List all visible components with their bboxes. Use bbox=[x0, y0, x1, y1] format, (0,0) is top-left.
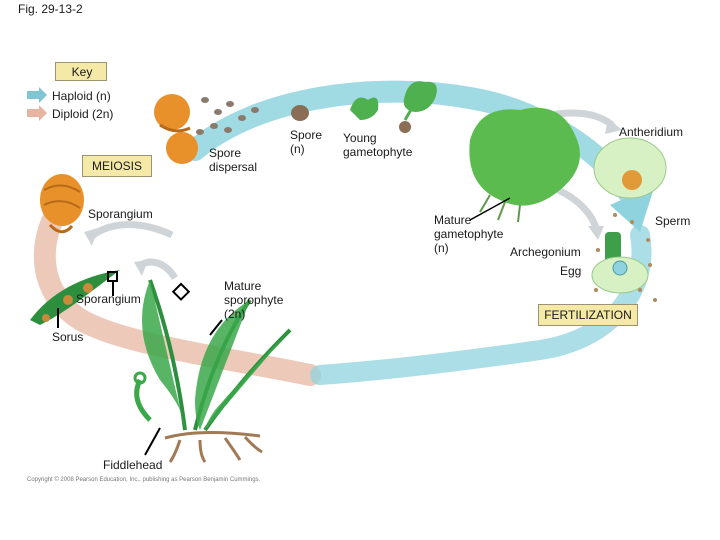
sperm-cells bbox=[594, 213, 657, 302]
mature-gametophyte-pointer bbox=[469, 197, 511, 221]
antheridium bbox=[593, 137, 667, 199]
haploid-key-arrow bbox=[27, 87, 47, 103]
spore-dispersal-label: Spore dispersal bbox=[209, 146, 258, 174]
fertilization-label: FERTILIZATION bbox=[538, 304, 638, 326]
spore-label: Spore (n) bbox=[290, 128, 323, 156]
arrow-gametophyte-to-archegonium bbox=[556, 186, 600, 230]
antheridium-label: Antheridium bbox=[619, 125, 684, 139]
dehiscing-sporangium bbox=[154, 94, 198, 164]
key-diploid-label: Diploid (2n) bbox=[52, 107, 114, 121]
rhizome-roots bbox=[164, 430, 263, 463]
haploid-cycle-arrow bbox=[184, 80, 639, 203]
sorus-inset-marker bbox=[171, 282, 191, 301]
meiosis-label: MEIOSIS bbox=[82, 155, 152, 177]
sporangium-label-top: Sporangium bbox=[88, 207, 153, 221]
mature-gametophyte-label: Mature gametophyte (n) bbox=[434, 213, 504, 255]
egg-cell bbox=[612, 260, 628, 276]
fiddlehead-pointer bbox=[144, 427, 161, 456]
archegonium bbox=[591, 232, 649, 294]
arrow-head-sorus bbox=[134, 260, 148, 276]
arrow-head-sporangium bbox=[84, 228, 98, 246]
arrow-head-antheridium bbox=[605, 118, 622, 134]
young-gametophyte bbox=[350, 81, 437, 133]
arrow-to-sporangium bbox=[89, 221, 174, 239]
arrow-head-archegonium bbox=[588, 226, 604, 240]
sporophyte-pointer bbox=[209, 319, 223, 336]
diploid-key-arrow bbox=[27, 105, 47, 121]
key-box: Key bbox=[55, 62, 107, 81]
egg-label: Egg bbox=[560, 264, 582, 278]
frond-with-sori bbox=[30, 270, 120, 325]
young-gametophyte-label: Young gametophyte bbox=[343, 131, 413, 159]
sorus-label: Sorus bbox=[52, 330, 84, 344]
archegonium-label: Archegonium bbox=[510, 245, 581, 259]
single-spore bbox=[291, 105, 309, 121]
sperm-label: Sperm bbox=[655, 214, 691, 228]
copyright-notice: Copyright © 2008 Pearson Education, Inc.… bbox=[27, 477, 261, 483]
mature-sporophyte bbox=[133, 279, 292, 432]
key-title: Key bbox=[71, 65, 93, 79]
closed-sporangium bbox=[40, 174, 84, 234]
fiddlehead-label: Fiddlehead bbox=[103, 458, 163, 472]
key-haploid-label: Haploid (n) bbox=[52, 89, 111, 103]
mature-sporophyte-label: Mature sporophyte (2n) bbox=[224, 279, 284, 321]
fiddlehead-coil bbox=[133, 371, 147, 385]
sporangium-label-bottom: Sporangium bbox=[76, 292, 141, 306]
haploid-arrowhead bbox=[610, 185, 655, 232]
diploid-cycle-arrow bbox=[33, 204, 321, 386]
mature-gametophyte bbox=[469, 107, 580, 223]
dispersing-spores bbox=[196, 97, 259, 135]
figure-title: Fig. 29-13-2 bbox=[18, 2, 83, 16]
